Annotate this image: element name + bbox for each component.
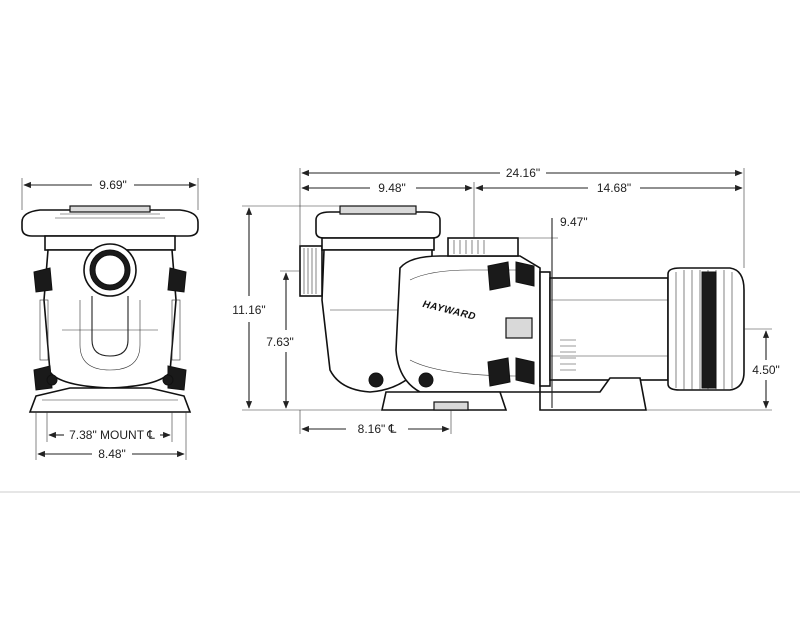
pot-to-flange-dimension: 9.48" — [301, 181, 475, 238]
overall-height-label: 11.16" — [232, 303, 265, 317]
front-mount-dimension: 7.38" MOUNT ℄ — [46, 412, 173, 442]
pot-to-flange-label: 9.48" — [378, 181, 406, 195]
base-mount-dimension: 8.16" ℄ — [299, 410, 452, 436]
outlet-height-label: 9.47" — [560, 215, 588, 229]
front-width-label: 9.69" — [99, 178, 127, 192]
front-base-dimension: 8.48" — [35, 412, 187, 461]
overall-length-label: 24.16" — [506, 166, 540, 180]
inlet-height-dimension: 7.63" — [266, 270, 300, 409]
front-view — [21, 205, 199, 413]
overall-length-dimension: 24.16" — [299, 166, 745, 268]
shaft-height-label: 4.50" — [752, 363, 780, 377]
inlet-height-label: 7.63" — [266, 335, 294, 349]
flange-to-motor-dimension: 14.68" — [475, 181, 743, 195]
overall-height-dimension: 11.16" — [232, 205, 382, 411]
outlet-height-dimension: 9.47" — [518, 215, 588, 408]
front-base-label: 8.48" — [98, 447, 126, 461]
front-width-dimension: 9.69" — [21, 178, 199, 210]
motor-fins — [560, 339, 576, 371]
shaft-height-dimension: 4.50" — [646, 328, 780, 411]
base-mount-label: 8.16" ℄ — [358, 422, 397, 436]
front-mount-label: 7.38" MOUNT ℄ — [69, 428, 155, 442]
flange-to-motor-label: 14.68" — [597, 181, 631, 195]
side-view: HAYWARD — [299, 205, 745, 411]
